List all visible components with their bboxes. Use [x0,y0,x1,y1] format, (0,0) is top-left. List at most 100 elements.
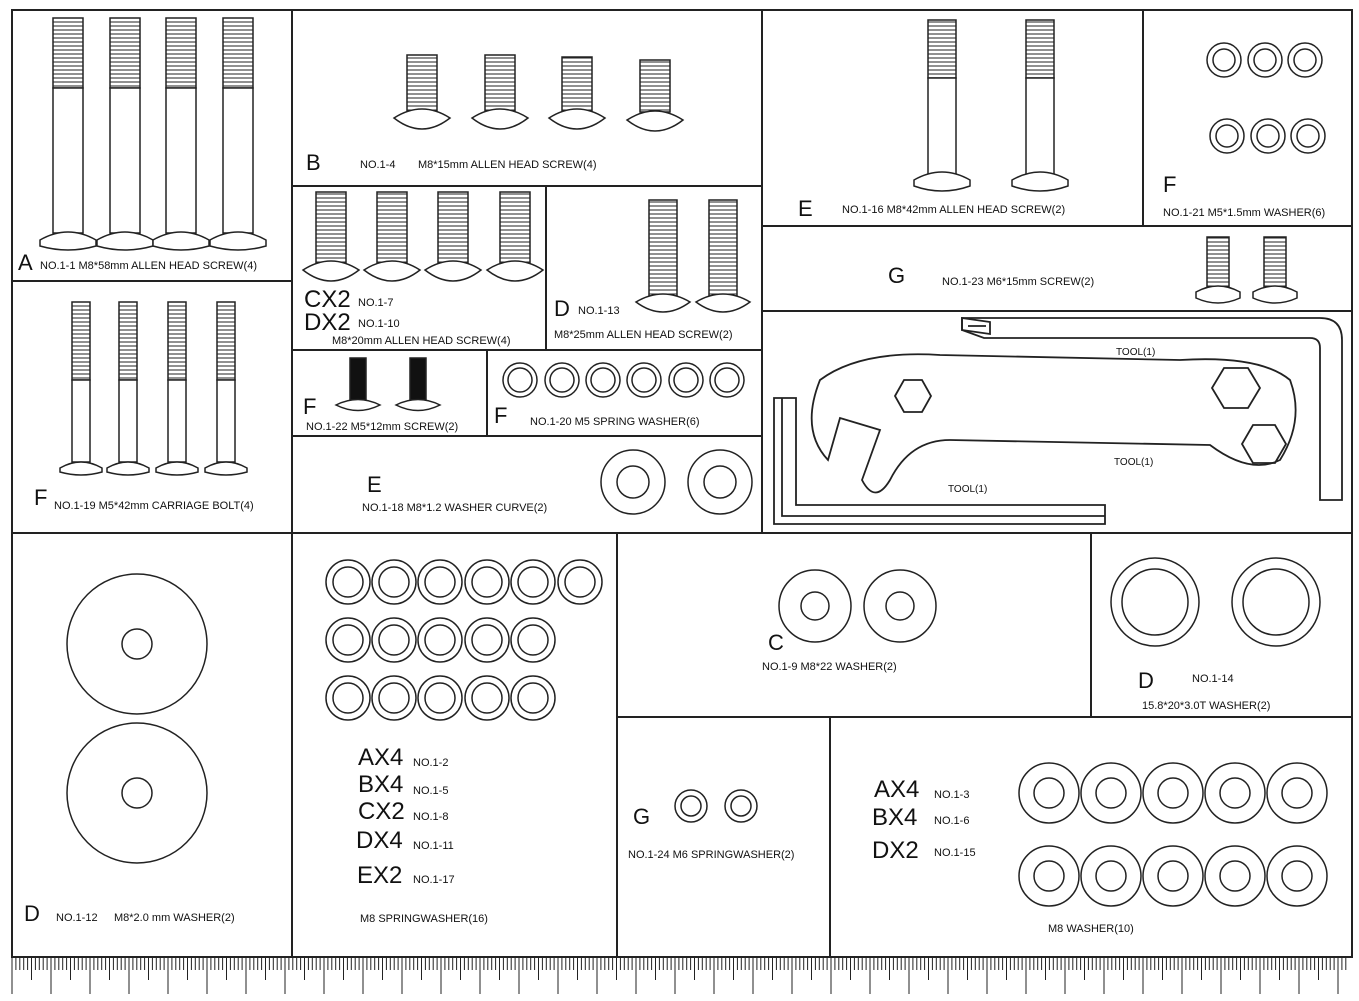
screw-icon [547,56,607,130]
bolt-icon-group-f19 [59,301,248,476]
spring-washer-icon [371,675,417,721]
part-label-f20: NO.1-20 M5 SPRING WASHER(6) [530,416,700,428]
part-code-1-5: NO.1-5 [413,785,449,797]
washer-icon [1204,762,1266,824]
part-label-e-top: NO.1-16 M8*42mm ALLEN HEAD SCREW(2) [842,204,1066,216]
screw-icon-group-f22 [334,357,442,412]
qty-dx4-spring: DX4 [356,827,403,854]
wrench-icon [810,353,1297,494]
spring-washer-icon [464,559,510,605]
bolt-icon [106,301,150,476]
screw-icon [334,357,382,412]
qty-bx4-washer: BX4 [872,804,918,831]
spring-washer-icon [417,559,463,605]
washer-icon [1080,762,1142,824]
bolt-icon [204,301,248,476]
spring-washer-icon-group-g24 [674,789,758,823]
section-letter-f19: F [34,485,48,510]
screw-icon-group-d13 [634,199,752,313]
part-code-1-17: NO.1-17 [413,874,455,886]
part-code-b: NO.1-4 [360,159,396,171]
washer-icon [1080,845,1142,907]
section-letter-c9: C [768,630,784,655]
part-code-1-6: NO.1-6 [934,815,970,827]
qty-dx2-washer: DX2 [872,837,919,864]
screw-icon [625,59,685,132]
panel-grid [11,9,1353,958]
screw-icon [392,54,452,130]
washer-icon [1204,845,1266,907]
screw-icon [39,17,97,251]
spring-washer-icon [502,362,538,398]
washer-icon-group-c9 [778,569,937,643]
qty-cx2-spring: CX2 [358,798,405,825]
allen-key-icon [773,397,1106,525]
measurement-ruler [11,958,1347,994]
screw-icon-group-cxdx [301,191,545,282]
spring-washer-icon [724,789,758,823]
spring-washer-icon [585,362,621,398]
screw-icon [485,191,545,282]
part-code-1-2: NO.1-2 [413,757,449,769]
spring-washer-icon [668,362,704,398]
screw-icon [694,199,752,313]
part-code-1-3: NO.1-3 [934,789,970,801]
washer-icon [66,722,208,864]
washer-icon-group-d14 [1110,557,1321,647]
spring-washer-icon-group-f20 [502,362,745,398]
part-label-c9: NO.1-9 M8*22 WASHER(2) [762,661,897,673]
qty-ax4-spring: AX4 [358,744,404,771]
part-label-g24: NO.1-24 M6 SPRINGWASHER(2) [628,849,795,861]
washer-icon [1247,42,1283,78]
washer-icon [66,573,208,715]
screw-icon [1011,19,1069,192]
spring-washer-icon-group-16 [325,559,603,721]
tool-label-1: TOOL(1) [1116,347,1156,358]
washer-icon [1231,557,1321,647]
qty-ex2-spring: EX2 [357,862,403,889]
screw-icon [152,17,210,251]
section-letter-e-top: E [798,196,813,221]
washer-icon [1142,845,1204,907]
screw-icon [362,191,422,282]
spring-washer-icon [371,559,417,605]
hex-hole-icon [1240,424,1288,464]
part-label-d14: 15.8*20*3.0T WASHER(2) [1142,700,1271,712]
screw-icon [470,54,530,130]
section-letter-a: A [18,250,33,275]
part-code-d14: NO.1-14 [1192,673,1234,685]
part-code-1-15: NO.1-15 [934,847,976,859]
spring-washer-icon [371,617,417,663]
part-label-d12: M8*2.0 mm WASHER(2) [114,912,235,924]
section-letter-e18: E [367,472,382,497]
washer-icon [1209,118,1245,154]
hex-hole-icon [893,379,933,413]
tool-label-2: TOOL(1) [1114,457,1154,468]
washer-icon [1290,118,1326,154]
washer-icon [1287,42,1323,78]
part-label-m8-washer: M8 WASHER(10) [1048,923,1134,935]
part-label-f19: NO.1-19 M5*42mm CARRIAGE BOLT(4) [54,500,254,512]
spring-washer-icon [557,559,603,605]
spring-washer-icon [325,617,371,663]
screwdriver-tip-icon [961,316,991,336]
spring-washer-icon [464,675,510,721]
washer-icon [1018,845,1080,907]
screw-icon [634,199,692,313]
washer-icon [600,449,666,515]
washer-icon-group-f21 [1206,42,1326,154]
spring-washer-icon [464,617,510,663]
part-label-g23: NO.1-23 M6*15mm SCREW(2) [942,276,1095,288]
washer-icon-group-e18 [600,449,753,515]
section-letter-d14: D [1138,668,1154,693]
part-code-1-10: NO.1-10 [358,318,400,330]
part-code-1-11: NO.1-11 [413,840,454,852]
washer-icon-group-m8 [1018,762,1328,907]
washer-icon [1142,762,1204,824]
washer-icon [1266,845,1328,907]
tool-icons [773,316,1343,525]
part-code-1-7: NO.1-7 [358,297,394,309]
section-letter-g24: G [633,804,651,829]
bolt-icon [155,301,199,476]
